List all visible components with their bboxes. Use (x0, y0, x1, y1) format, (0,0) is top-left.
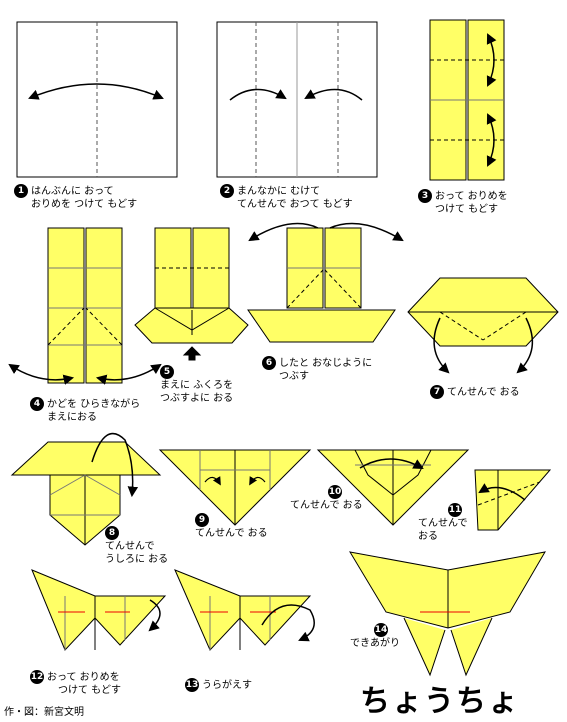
step-3-figure (429, 19, 505, 181)
step-14-figure (349, 551, 546, 677)
caption-step-5: 5 まえに ふくろを つぶすよに おる (160, 365, 234, 404)
caption-step-8: 8 てんせんで うしろに おる (105, 526, 169, 565)
step-number: 7 (430, 385, 444, 399)
step-1-figure (16, 21, 178, 178)
step-2-figure (216, 21, 378, 178)
step-number: 2 (220, 184, 234, 198)
step-7-figure (407, 277, 559, 374)
step-4-figure (8, 227, 162, 385)
page-title: ちょうちょ (360, 684, 520, 719)
step-number: 10 (328, 485, 342, 499)
step-number: 12 (30, 670, 44, 684)
step-number: 4 (30, 397, 44, 411)
step-number: 5 (160, 365, 174, 379)
step-number: 9 (195, 513, 209, 527)
step-number: 6 (262, 356, 276, 370)
step-number: 1 (14, 184, 28, 198)
step-number: 3 (418, 189, 432, 203)
caption-step-10: 10 てんせんで おる (290, 485, 363, 511)
caption-step-9: 9 てんせんで おる (195, 513, 268, 539)
credit: 作・図：新宮文明 (4, 707, 84, 718)
step-number: 11 (448, 503, 462, 517)
step-number: 13 (185, 678, 199, 692)
step-number: 8 (105, 526, 119, 540)
step-6-figure (247, 222, 404, 343)
step-number: 14 (374, 623, 388, 637)
step-11-figure (474, 469, 552, 531)
step-9-figure (158, 449, 312, 526)
step-13-figure (174, 569, 315, 651)
step-8-figure (10, 432, 162, 546)
step-10-figure (316, 449, 470, 526)
caption-step-14: 14 できあがり (350, 623, 400, 649)
step-12-figure (31, 569, 167, 651)
caption-step-11: 11 てんせんで おる (418, 503, 468, 542)
step-5-figure (134, 227, 249, 361)
